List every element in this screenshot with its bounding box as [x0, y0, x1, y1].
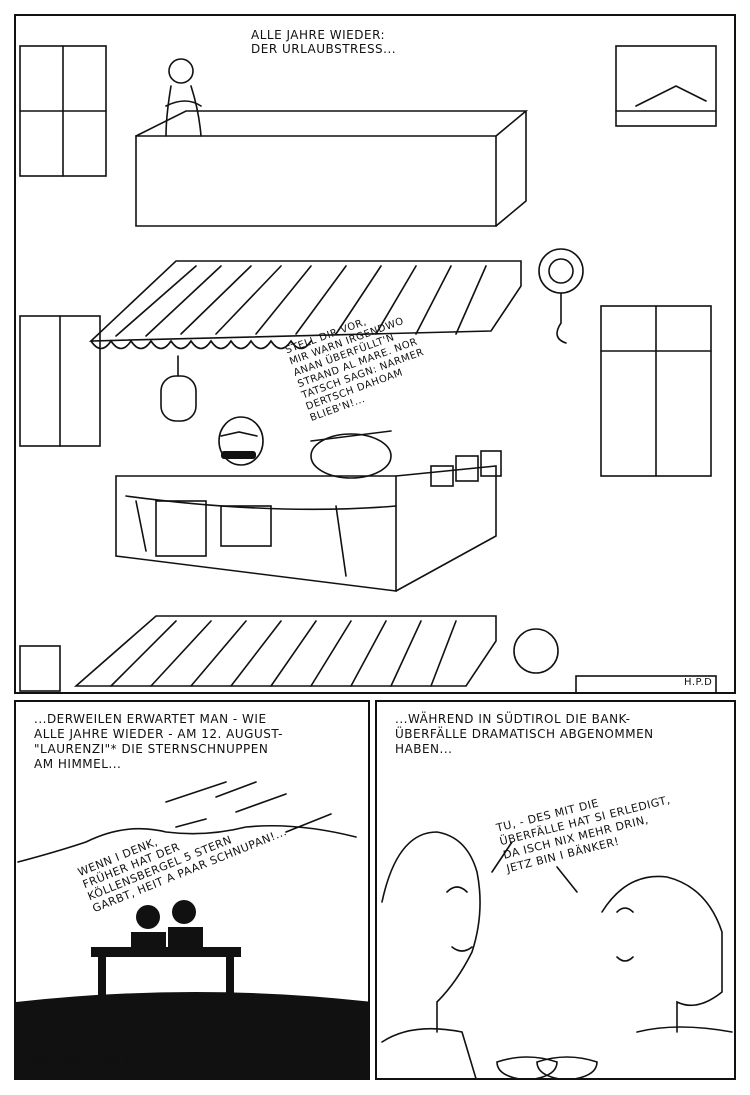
- hill-silhouette: [16, 992, 368, 1078]
- person-left: [136, 905, 160, 929]
- striped-awning: [88, 260, 522, 342]
- artist-signature: H.P.D: [684, 677, 713, 688]
- lower-balcony: [115, 475, 397, 592]
- caption-laurenzi: ...DERWEILEN ERWARTET MAN - WIE ALLE JAH…: [34, 712, 283, 771]
- man-right-head: [601, 875, 723, 1033]
- smoking-man-head: [168, 58, 194, 84]
- caption-annual-stress: ALLE JAHRE WIEDER: DER URLAUBSTRESS...: [251, 28, 397, 56]
- wall-lamp: [538, 248, 584, 294]
- caption-bank-robberies: ...WÄHREND IN SÜDTIROL DIE BANK- ÜBERFÄL…: [395, 712, 654, 756]
- man-left-head: [381, 831, 481, 1033]
- balcony-scene-drawing: [19, 45, 717, 692]
- laundry-shirt: [155, 500, 207, 557]
- man-with-hat: [310, 433, 392, 479]
- comic-panel-bank-robberies: ...WÄHREND IN SÜDTIROL DIE BANK- ÜBERFÄL…: [375, 700, 736, 1080]
- woman-with-sunglasses: [218, 416, 264, 466]
- coffee-cup-right: [536, 1056, 598, 1078]
- person-right: [172, 900, 196, 924]
- shooting-stars: [165, 781, 332, 833]
- lower-awning: [73, 615, 497, 687]
- two-men-drawing: [381, 831, 733, 1078]
- shoulders: [381, 1026, 733, 1078]
- comic-panel-shooting-stars: ...DERWEILEN ERWARTET MAN - WIE ALLE JAH…: [14, 700, 370, 1080]
- mountain-horizon: [17, 824, 357, 863]
- footnote-servus-lorenz: *SERVUS LORENZ!: [30, 1052, 149, 1066]
- bird-cage: [160, 375, 197, 422]
- coffee-cup-left: [496, 1056, 558, 1078]
- comic-panel-balcony: ALLE JAHRE WIEDER: DER URLAUBSTRESS... S…: [14, 14, 736, 694]
- window-top-right: [615, 45, 717, 127]
- bench-scene-drawing: [16, 781, 368, 1078]
- laundry-line: [125, 495, 397, 511]
- upper-balcony: [135, 135, 497, 227]
